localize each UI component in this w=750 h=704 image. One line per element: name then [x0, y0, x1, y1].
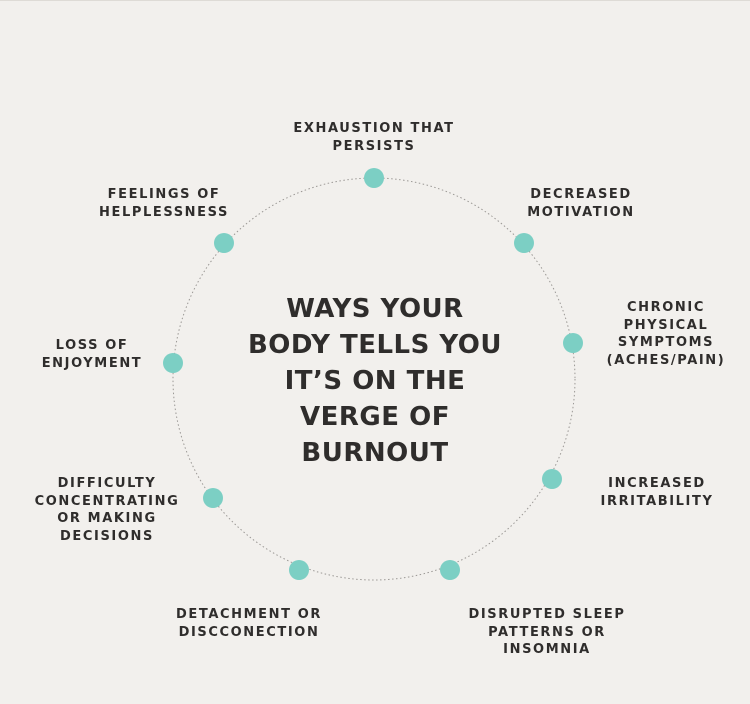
label-line: DETACHMENT OR — [176, 607, 322, 622]
label-line: EXHAUSTION THAT — [293, 121, 455, 136]
label-line: DIFFICULTY — [57, 476, 157, 491]
label-chronic: CHRONIC PHYSICAL SYMPTOMS (ACHES/PAIN) — [586, 299, 746, 369]
label-line: FEELINGS OF — [107, 187, 221, 202]
title-line: WAYS YOUR — [286, 294, 464, 324]
label-line: ENJOYMENT — [41, 355, 143, 371]
title-line: BODY TELLS YOU — [247, 330, 502, 360]
title-line: BURNOUT — [301, 438, 449, 468]
node-irritability — [542, 469, 562, 489]
node-helplessness — [214, 233, 234, 253]
node-enjoyment — [163, 353, 183, 373]
label-line: HELPLESSNESS — [99, 204, 229, 220]
label-detachment: DETACHMENT OR DISCCONECTION — [159, 606, 339, 641]
page-title: WAYS YOUR BODY TELLS YOU IT’S ON THE VER… — [225, 291, 525, 471]
label-line: INSOMNIA — [503, 642, 591, 657]
dotted-ring — [172, 177, 576, 581]
label-line: DISRUPTED SLEEP — [468, 607, 626, 622]
label-line: DECISIONS — [60, 528, 154, 544]
label-line: OR MAKING — [57, 511, 157, 526]
label-line: DISCCONECTION — [178, 624, 320, 640]
node-detachment — [289, 560, 309, 580]
label-line: PERSISTS — [332, 138, 416, 154]
label-concentration: DIFFICULTY CONCENTRATING OR MAKING DECIS… — [27, 475, 187, 545]
label-exhaustion: EXHAUSTION THAT PERSISTS — [274, 120, 474, 155]
label-line: CHRONIC — [627, 300, 705, 315]
label-motivation: DECREASED MOTIVATION — [506, 186, 656, 221]
title-line: IT’S ON THE — [284, 366, 466, 396]
label-sleep: DISRUPTED SLEEP PATTERNS OR INSOMNIA — [457, 606, 637, 659]
label-line: PATTERNS OR — [488, 624, 606, 640]
title-line: VERGE OF — [300, 402, 450, 432]
label-line: IRRITABILITY — [600, 493, 714, 509]
node-concentration — [203, 488, 223, 508]
label-irritability: INCREASED IRRITABILITY — [587, 475, 727, 510]
label-line: PHYSICAL — [623, 317, 709, 333]
label-enjoyment: LOSS OF ENJOYMENT — [27, 337, 157, 372]
label-line: (ACHES/PAIN) — [606, 352, 726, 368]
label-helplessness: FEELINGS OF HELPLESSNESS — [86, 186, 242, 221]
node-sleep — [440, 560, 460, 580]
label-line: LOSS OF — [55, 338, 129, 353]
label-line: INCREASED — [608, 476, 706, 491]
label-line: SYMPTOMS — [617, 335, 715, 350]
node-chronic — [563, 333, 583, 353]
node-motivation — [514, 233, 534, 253]
node-exhaustion — [364, 168, 384, 188]
label-line: MOTIVATION — [527, 204, 635, 220]
label-line: DECREASED — [530, 187, 632, 202]
label-line: CONCENTRATING — [34, 493, 180, 509]
